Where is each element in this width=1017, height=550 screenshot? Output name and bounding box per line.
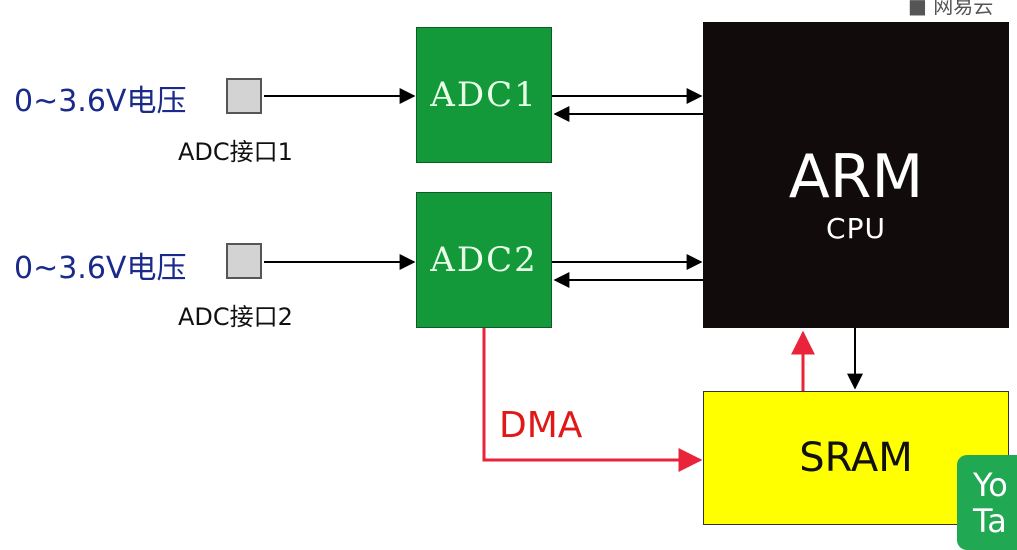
sram-label: SRAM bbox=[799, 435, 913, 481]
watermark-text: 网易云 bbox=[933, 0, 994, 18]
cpu-subtitle: CPU bbox=[826, 212, 886, 245]
adc1-block: ADC1 bbox=[416, 27, 552, 163]
adc2-label: ADC2 bbox=[430, 240, 538, 280]
dma-path bbox=[482, 328, 703, 472]
overlay-text-2: Ta bbox=[973, 502, 1007, 540]
corner-watermark: ■ 网易云 bbox=[908, 0, 993, 19]
adc2-block: ADC2 bbox=[416, 192, 552, 328]
dma-label: DMA bbox=[499, 405, 583, 446]
overlay-text-1: Yo bbox=[973, 466, 1008, 504]
adc-port-2 bbox=[226, 243, 262, 279]
cpu-title: ARM bbox=[788, 142, 924, 212]
connector-layer bbox=[264, 88, 863, 472]
arm-cpu-block: ARM CPU bbox=[703, 22, 1009, 328]
port-label-1: ADC接口1 bbox=[178, 138, 293, 166]
adc-port-1 bbox=[226, 78, 262, 114]
adc1-label: ADC1 bbox=[430, 75, 538, 115]
overlay-button[interactable]: Yo Ta bbox=[957, 455, 1017, 550]
voltage-label-1: 0~3.6V电压 bbox=[14, 84, 187, 119]
voltage-label-2: 0~3.6V电压 bbox=[14, 251, 187, 286]
camera-icon: ■ bbox=[908, 0, 927, 18]
port-label-2: ADC接口2 bbox=[178, 303, 293, 331]
